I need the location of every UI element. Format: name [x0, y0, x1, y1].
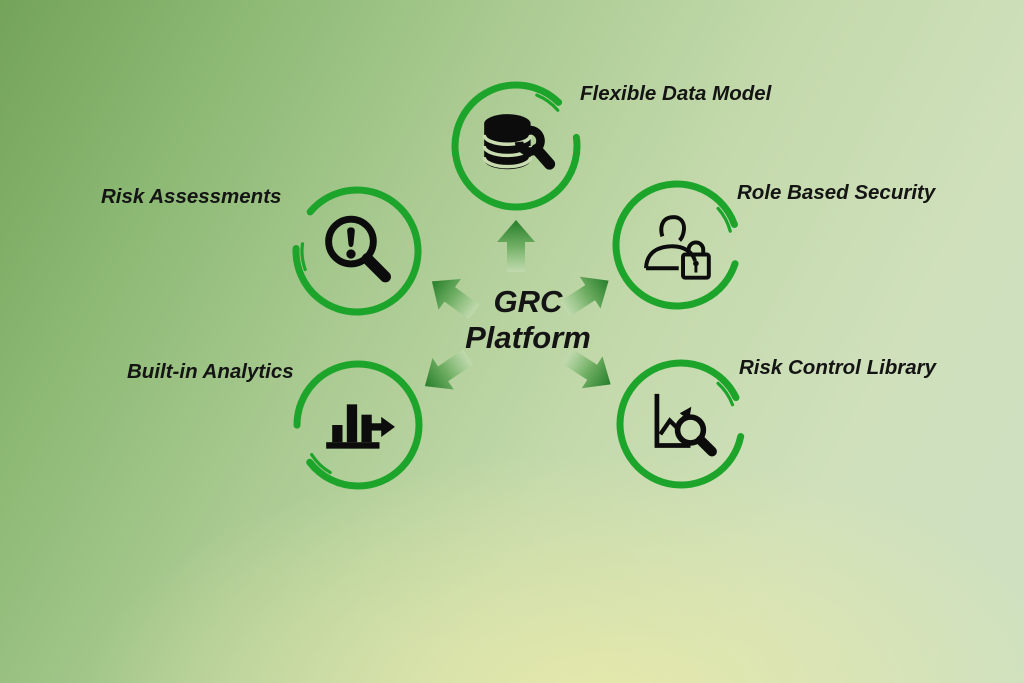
magnifier-handle: [361, 253, 391, 283]
magnifier-lens: [674, 414, 707, 446]
label-risk-control-library: Risk Control Library: [739, 356, 937, 379]
label-role-based-security: Role Based Security: [737, 181, 936, 204]
node-risk-assessments: [289, 183, 425, 319]
label-built-in-analytics: Built-in Analytics: [127, 360, 294, 383]
database-shape: [484, 114, 531, 170]
wrench-shape: [514, 125, 556, 170]
node-risk-control-library: [613, 356, 749, 492]
label-flexible-data-model: Flexible Data Model: [580, 82, 772, 105]
arrow-lower-right-icon: [562, 348, 611, 389]
arrow-up-icon: [497, 220, 535, 272]
brush-ring: [292, 186, 422, 316]
brush-ring: [616, 359, 746, 489]
node-flexible-data-model: [448, 78, 584, 214]
label-risk-assessments: Risk Assessments: [101, 185, 282, 208]
magnifier-lens: [325, 215, 377, 268]
padlock-keyhole: [693, 260, 699, 273]
bar-chart-shape: [326, 404, 395, 449]
line-chart-magnifier-icon: [654, 393, 717, 457]
brush-ring: [451, 81, 581, 211]
node-built-in-analytics: [290, 357, 426, 493]
database-wrench-icon: [482, 114, 556, 170]
brush-ring: [293, 360, 423, 490]
title-line-2: Platform: [465, 320, 591, 355]
arrow-upper-left-icon: [431, 278, 480, 320]
user-lock-icon: [644, 215, 711, 280]
node-role-based-security: [609, 177, 745, 313]
bar-chart-arrow-icon: [326, 404, 395, 449]
magnifier-exclamation-icon: [325, 215, 391, 283]
title-line-1: GRC: [493, 284, 563, 319]
chart-axes: [654, 393, 691, 448]
brush-ring: [612, 180, 742, 310]
magnifier-handle: [695, 435, 717, 457]
person-outline: [644, 215, 697, 271]
padlock-shape: [681, 240, 711, 280]
arrow-upper-right-icon: [560, 276, 609, 317]
exclamation-mark: [346, 227, 356, 259]
arrow-lower-left-icon: [424, 349, 474, 390]
center-title: GRC Platform: [408, 284, 648, 356]
